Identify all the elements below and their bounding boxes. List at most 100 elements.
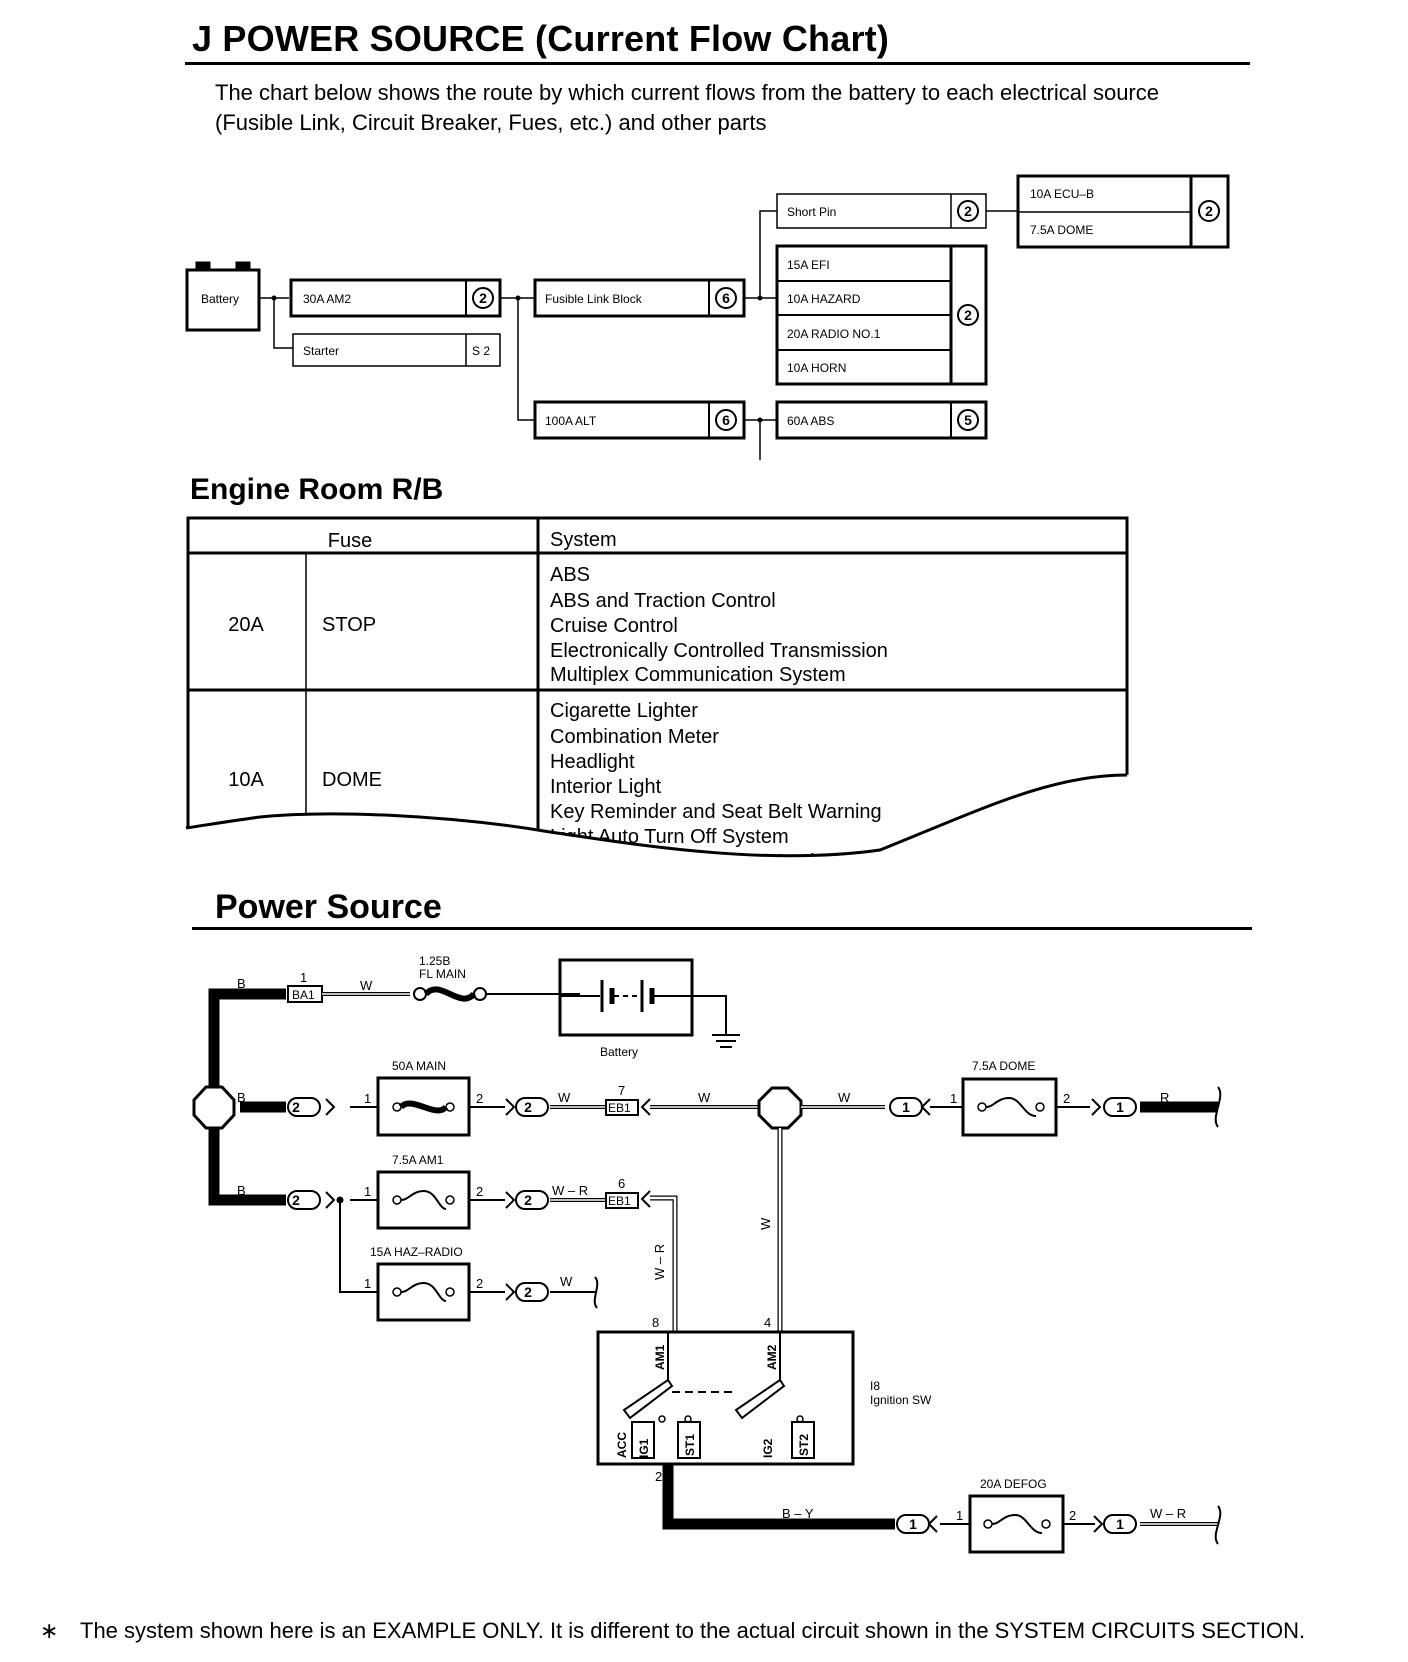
haz-radio-fuse-label: 15A HAZ–RADIO [370, 1245, 463, 1259]
connector-label: 1 [909, 1516, 917, 1532]
flow-battery-label: Battery [201, 292, 239, 306]
ign-terminal-acc: ACC [615, 1432, 629, 1458]
flow-group1-item: 10A HAZARD [787, 292, 861, 306]
ignition-id: I8 [870, 1379, 880, 1393]
pin-number: 2 [476, 1184, 483, 1199]
pin-number: 1 [950, 1091, 957, 1106]
fl-main-name: FL MAIN [419, 967, 466, 981]
connector-label: 2 [524, 1284, 532, 1300]
haz-radio-fuse-box [376, 1262, 471, 1322]
pin-number: 1 [956, 1508, 963, 1523]
row2-system: Cigarette Lighter [550, 700, 698, 722]
wire-color-w-vertical: W [758, 1217, 773, 1230]
wire-color-b: B [237, 1090, 246, 1105]
row1-system: ABS and Traction Control [550, 590, 776, 612]
row1-amp: 20A [228, 614, 264, 636]
wire-color-w: W [698, 1090, 711, 1105]
wire-color-w: W [360, 978, 373, 993]
ign-terminal-st1: ST1 [683, 1434, 697, 1456]
flow-abs-label: 60A ABS [787, 414, 834, 428]
eb1-bottom-connector [605, 1192, 639, 1209]
intro-line-2: (Fusible Link, Circuit Breaker, Fues, et… [215, 110, 767, 135]
eb1-top-connector [605, 1099, 639, 1116]
row1-fuse: STOP [322, 614, 376, 636]
eb1-bottom-pin: 6 [618, 1176, 625, 1191]
connector-2 [515, 1190, 549, 1210]
connector-label: 2 [292, 1099, 300, 1115]
connector-1 [1103, 1097, 1137, 1117]
flow-am2-label: 30A AM2 [303, 292, 351, 306]
wire-color-wr: W – R [1150, 1506, 1186, 1521]
row2-system: Key Reminder and Seat Belt Warning [550, 801, 882, 823]
flow-abs-loc: 5 [964, 412, 972, 428]
wire-color-wr: W – R [552, 1183, 588, 1198]
engine-room-table: Fuse System 20A STOP ABS ABS and Tractio… [185, 516, 1129, 858]
ign-terminal-ig2: IG2 [761, 1438, 775, 1458]
wire-color-w: W [838, 1090, 851, 1105]
pin-number: 1 [364, 1184, 371, 1199]
connector-label: 1 [902, 1099, 910, 1115]
connector-2 [287, 1097, 321, 1117]
flow-group1-loc: 2 [964, 307, 972, 323]
flow-alt-label: 100A ALT [545, 414, 597, 428]
flow-group2-loc: 2 [1205, 203, 1213, 219]
ign-pin-am1: 8 [652, 1315, 659, 1330]
row2-system: Headlight [550, 751, 635, 773]
battery-symbol [558, 958, 694, 1037]
ign-pin-am2: 4 [764, 1315, 771, 1330]
ign-pin-out: 2 [655, 1469, 662, 1484]
row1-system: Electronically Controlled Transmission [550, 640, 888, 662]
col-header-system: System [550, 529, 617, 551]
col-header-fuse: Fuse [328, 530, 372, 552]
wire-color-b: B [237, 976, 246, 991]
ba1-pin: 1 [300, 970, 307, 985]
connector-2 [287, 1190, 321, 1210]
splice-node [757, 1086, 803, 1130]
pin-number: 2 [1069, 1508, 1076, 1523]
flow-short-pin-loc: 2 [964, 203, 972, 219]
ign-terminal-am2: AM2 [765, 1344, 779, 1370]
pin-number: 1 [364, 1276, 371, 1291]
ign-terminal-am1: AM1 [653, 1344, 667, 1370]
main-fuse-label: 50A MAIN [392, 1059, 446, 1073]
junction-node [192, 1085, 236, 1130]
flow-fusible-label: Fusible Link Block [545, 292, 643, 306]
row1-system: Cruise Control [550, 615, 678, 637]
connector-2 [515, 1097, 549, 1117]
eb1-bottom-label: EB1 [608, 1194, 631, 1208]
ign-terminal-ig1: IG1 [637, 1438, 651, 1458]
flow-starter-box [292, 333, 501, 367]
engine-room-heading: Engine Room R/B [190, 473, 444, 506]
pin-number: 1 [364, 1091, 371, 1106]
row2-fuse: DOME [322, 769, 382, 791]
row2-system: Interior Light [550, 776, 662, 798]
intro-line-1: The chart below shows the route by which… [215, 80, 1159, 105]
am1-fuse-box [376, 1170, 471, 1230]
dome-fuse-label: 7.5A DOME [972, 1059, 1035, 1073]
flow-alt-loc: 6 [722, 412, 730, 428]
title-rule [185, 62, 1250, 65]
footnote: ∗The system shown here is an EXAMPLE ONL… [40, 1618, 1305, 1644]
wire-color-by: B – Y [782, 1506, 814, 1521]
page-title: J POWER SOURCE (Current Flow Chart) [192, 18, 890, 59]
flow-short-pin-label: Short Pin [787, 205, 836, 219]
flow-fusible-loc: 6 [722, 290, 730, 306]
flow-group2-item: 10A ECU–B [1030, 187, 1094, 201]
flow-group1-item: 15A EFI [787, 258, 830, 272]
ignition-switch-box [596, 1330, 855, 1466]
flow-starter-label: Starter [303, 344, 339, 358]
wire-color-w: W [560, 1274, 573, 1289]
connector-label: 2 [524, 1192, 532, 1208]
row1-system: ABS [550, 564, 590, 586]
flow-abs-box [775, 400, 988, 440]
wire-color-r: R [1160, 1090, 1169, 1105]
eb1-top-pin: 7 [618, 1083, 625, 1098]
flow-group1-item: 10A HORN [787, 361, 846, 375]
flow-am2-loc: 2 [479, 290, 487, 306]
battery-label: Battery [600, 1045, 638, 1059]
row2-amp: 10A [228, 769, 264, 791]
power-source-diagram: 2 2 2 2 2 1 1 1 1 B B B 1 BA1 W 1.25B FL… [192, 954, 1222, 1554]
connector-label: 1 [1116, 1516, 1124, 1532]
power-source-rule [192, 927, 1252, 930]
ign-terminal-st2: ST2 [797, 1434, 811, 1456]
